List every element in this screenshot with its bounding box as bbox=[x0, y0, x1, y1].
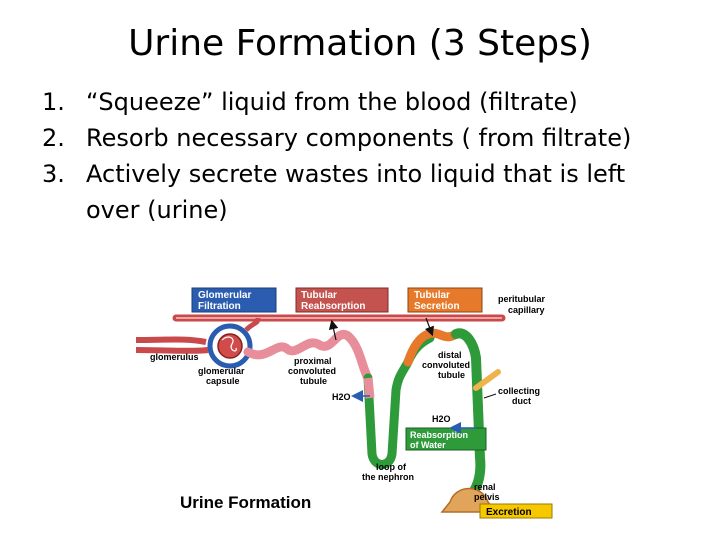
step-number: 2. bbox=[42, 124, 65, 152]
svg-text:of Water: of Water bbox=[410, 440, 446, 450]
svg-text:Excretion: Excretion bbox=[486, 507, 532, 518]
diagram-title: Urine Formation bbox=[180, 493, 311, 512]
svg-text:capsule: capsule bbox=[206, 376, 240, 386]
label-peritubular-capillary: peritubular capillary bbox=[498, 294, 546, 315]
svg-text:glomerular: glomerular bbox=[198, 366, 245, 376]
svg-text:collecting: collecting bbox=[498, 386, 540, 396]
svg-text:distal: distal bbox=[438, 350, 462, 360]
svg-text:renal: renal bbox=[474, 482, 496, 492]
svg-text:duct: duct bbox=[512, 396, 531, 406]
step-number: 3. bbox=[42, 160, 65, 188]
step-item: 1. “Squeeze” liquid from the blood (filt… bbox=[42, 84, 682, 120]
reabsorption-arrow bbox=[328, 319, 339, 341]
header-label: Tubular bbox=[414, 290, 450, 301]
svg-text:the nephron: the nephron bbox=[362, 472, 414, 482]
label-water-right: H2O bbox=[432, 414, 451, 424]
header-glomerular-filtration: Glomerular Filtration bbox=[191, 287, 277, 313]
collecting-duct-pointer bbox=[483, 393, 497, 399]
svg-text:pelvis: pelvis bbox=[474, 492, 500, 502]
svg-text:peritubular: peritubular bbox=[498, 294, 546, 304]
label-water-left: H2O bbox=[332, 392, 351, 402]
svg-text:convoluted: convoluted bbox=[422, 360, 470, 370]
label-collecting-duct: collecting duct bbox=[498, 386, 540, 406]
step-item: 3. Actively secrete wastes into liquid t… bbox=[42, 156, 682, 228]
step-text: Resorb necessary components ( from filtr… bbox=[86, 124, 632, 152]
header-label: Filtration bbox=[198, 301, 241, 312]
label-glomerulus: glomerulus bbox=[150, 352, 199, 362]
step-item: 2. Resorb necessary components ( from fi… bbox=[42, 120, 682, 156]
header-label: Glomerular bbox=[198, 290, 251, 301]
header-label: Secretion bbox=[414, 301, 460, 312]
step-text: Actively secrete wastes into liquid that… bbox=[86, 160, 626, 224]
proximal-tubule bbox=[243, 330, 373, 383]
header-tubular-reabsorption: Tubular Reabsorption bbox=[295, 287, 389, 313]
svg-text:loop of: loop of bbox=[376, 462, 407, 472]
glomerulus bbox=[207, 317, 261, 369]
label-loop-of-nephron: loop of the nephron bbox=[362, 462, 414, 482]
header-tubular-secretion: Tubular Secretion bbox=[407, 287, 483, 313]
slide-title: Urine Formation (3 Steps) bbox=[128, 23, 592, 64]
secretion-arrow bbox=[424, 317, 434, 337]
label-renal-pelvis: renal pelvis bbox=[474, 482, 500, 502]
label-glomerular-capsule: glomerular capsule bbox=[198, 366, 245, 386]
steps-list: 1. “Squeeze” liquid from the blood (filt… bbox=[42, 84, 682, 228]
excretion-box: Excretion bbox=[479, 503, 553, 519]
header-label: Tubular bbox=[301, 290, 337, 301]
svg-text:tubule: tubule bbox=[300, 376, 327, 386]
header-label: Reabsorption bbox=[301, 301, 365, 312]
afferent-arteriole bbox=[136, 336, 207, 345]
svg-text:Reabsorption: Reabsorption bbox=[410, 430, 468, 440]
nephron-figure: Glomerular Filtration Tubular Reabsorpti… bbox=[136, 278, 570, 526]
nephron-diagram: Glomerular Filtration Tubular Reabsorpti… bbox=[136, 287, 553, 519]
svg-text:proximal: proximal bbox=[294, 356, 332, 366]
step-number: 1. bbox=[42, 88, 65, 116]
label-proximal-tubule: proximal convoluted tubule bbox=[288, 356, 336, 386]
svg-text:tubule: tubule bbox=[438, 370, 465, 380]
step-text: “Squeeze” liquid from the blood (filtrat… bbox=[86, 88, 578, 116]
label-distal-tubule: distal convoluted tubule bbox=[422, 350, 470, 380]
reabsorption-of-water-box: Reabsorption of Water bbox=[405, 427, 487, 451]
svg-text:convoluted: convoluted bbox=[288, 366, 336, 376]
svg-text:capillary: capillary bbox=[508, 305, 545, 315]
